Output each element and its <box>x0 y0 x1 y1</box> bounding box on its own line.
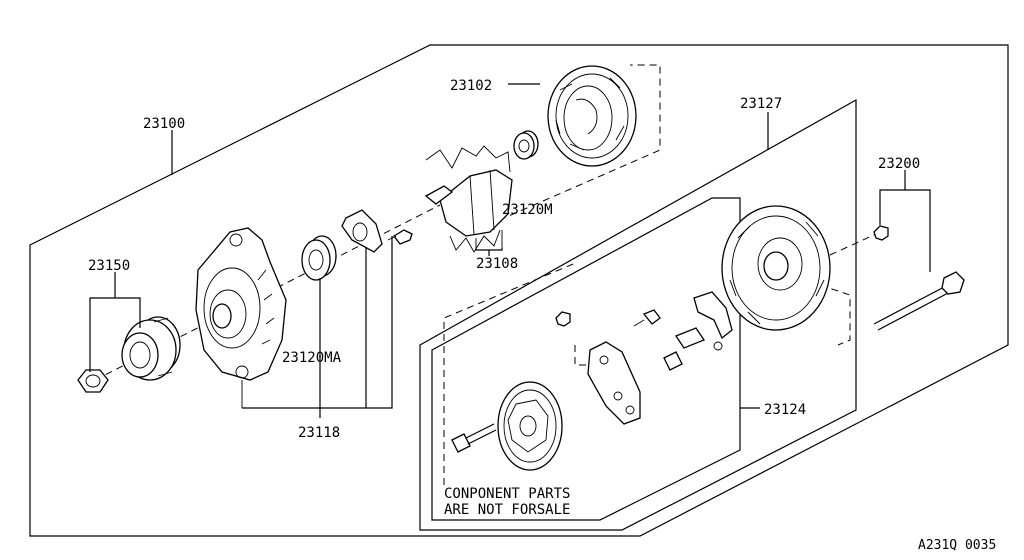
pulley-nut <box>77 369 109 393</box>
stator <box>547 65 637 167</box>
assembly-frame-23127 <box>419 98 857 531</box>
diagram-code: A231Q 0035 <box>918 538 996 553</box>
rectifier <box>587 341 641 425</box>
front-housing <box>195 227 287 408</box>
label-23124: 23124 <box>764 402 806 418</box>
pulley <box>121 316 181 381</box>
component-bolt <box>451 423 497 453</box>
label-23120M: 23120M <box>502 202 553 218</box>
through-bolt-nut <box>873 225 889 241</box>
label-23108: 23108 <box>476 256 518 272</box>
label-23118: 23118 <box>298 425 340 441</box>
component-note-line2: ARE NOT FORSALE <box>444 502 570 518</box>
label-23100: 23100 <box>143 116 185 132</box>
regulator-plate <box>497 381 563 471</box>
retainer-plate <box>341 209 383 253</box>
label-23127: 23127 <box>740 96 782 112</box>
leader-lines <box>89 83 931 418</box>
label-23120MA: 23120MA <box>282 350 342 366</box>
label-23102: 23102 <box>450 78 492 94</box>
rotor-group-dashed-outline <box>487 64 661 226</box>
front-bearing <box>301 235 337 281</box>
assembly-frame-23124 <box>431 197 741 521</box>
label-23200: 23200 <box>878 156 920 172</box>
assembly-frame-23100 <box>29 44 1009 537</box>
small-screw <box>633 309 661 327</box>
label-23150: 23150 <box>88 258 130 274</box>
brush-holder <box>693 291 733 351</box>
bolt-dashed-outline <box>819 284 851 346</box>
small-nut <box>555 311 571 327</box>
rotor-bearing <box>513 130 539 160</box>
rotor <box>424 145 513 253</box>
rear-housing <box>721 205 831 331</box>
through-bolt <box>873 271 965 331</box>
component-note-line1: CONPONENT PARTS <box>444 486 570 502</box>
brush <box>663 327 705 371</box>
